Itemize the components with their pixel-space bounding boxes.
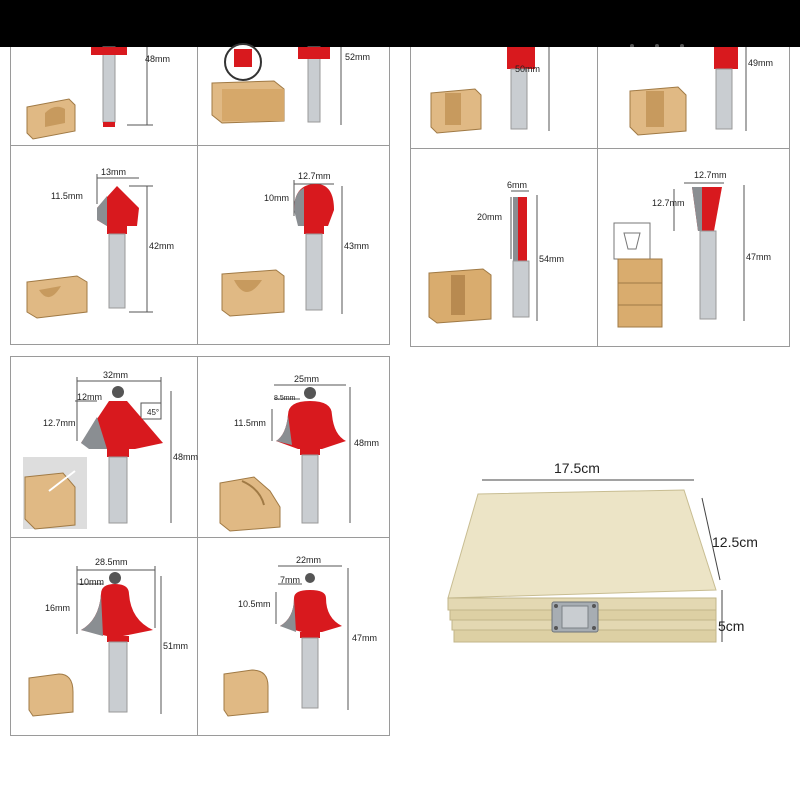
router-bit-illustration (96, 174, 153, 313)
wood-sample (26, 98, 76, 140)
dimension-label: 42mm (149, 241, 175, 251)
router-bit-illustration (714, 47, 747, 131)
wood-sample (223, 669, 269, 717)
indicator-dot (655, 44, 659, 48)
dimension-label: 51mm (163, 641, 189, 651)
wood-sample (613, 222, 663, 328)
router-bit-illustration (507, 47, 550, 131)
dimension-label: 43mm (344, 241, 370, 251)
wood-sample (26, 275, 88, 319)
dimension-label: 54mm (539, 254, 565, 264)
bit-cell: 28.5mm 10mm 16mm 51mm (11, 538, 197, 735)
dimension-label: 11.5mm (51, 191, 83, 201)
top-dark-strip (0, 0, 800, 48)
wooden-storage-box: 17.5cm 12.5cm 5cm (430, 450, 790, 670)
bit-cell: 32mm 12mm 12.7mm 45° 48mm (11, 357, 199, 537)
dimension-label: 25mm (294, 374, 320, 384)
router-bit-illustration (75, 377, 172, 524)
router-bit-panel-top-right: 50mm 49mm 6mm 20mm 54mm (410, 47, 790, 347)
dimension-label: 45° (147, 408, 160, 417)
dimension-label: 11.5mm (234, 418, 266, 428)
dimension-label: 48mm (145, 54, 171, 64)
router-bit-panel-bottom: 32mm 12mm 12.7mm 45° 48mm 25mm 8.5mm 11.… (10, 356, 390, 736)
dimension-label: 13mm (101, 167, 127, 177)
dimension-label: 22mm (296, 555, 322, 565)
dimension-label: 12.7mm (43, 418, 76, 428)
router-bit-illustration (224, 43, 342, 125)
dimension-label: 49mm (748, 58, 774, 68)
wood-sample (629, 86, 687, 136)
dimension-label: 8.5mm (274, 395, 296, 402)
router-bit-illustration (293, 180, 343, 314)
dimension-label: 12.7mm (652, 198, 685, 208)
wood-sample (428, 268, 492, 324)
dimension-label: 52mm (345, 52, 371, 62)
dimension-label: 20mm (477, 212, 503, 222)
wood-sample (211, 80, 285, 124)
dimension-label: 32mm (103, 370, 129, 380)
indicator-dot (680, 44, 684, 48)
wood-sample (221, 269, 285, 317)
router-bit-illustration (76, 566, 162, 714)
dimension-label: 10mm (79, 577, 105, 587)
dimension-label: 48mm (354, 438, 380, 448)
bit-cell: 49mm (598, 47, 789, 148)
dimension-label: 48mm (173, 452, 199, 462)
bit-cell: 22mm 7mm 10.5mm 47mm (198, 538, 389, 735)
dimension-label: 10.5mm (238, 599, 271, 609)
dimension-label: 28.5mm (95, 557, 128, 567)
bit-cell: 50mm (411, 47, 597, 148)
dimension-label: 47mm (352, 633, 378, 643)
indicator-dot (630, 44, 634, 48)
wood-sample (28, 673, 74, 717)
bit-cell: 52mm (198, 43, 389, 145)
router-bit-illustration (510, 190, 538, 321)
bit-cell: 12.7mm 10mm 43mm (198, 146, 389, 344)
box-length-label: 17.5cm (554, 460, 600, 476)
router-bit-illustration (275, 565, 349, 710)
wood-sample (219, 476, 281, 532)
bit-cell: 13mm 11.5mm 42mm (11, 146, 197, 344)
bit-cell: 6mm 20mm 54mm (411, 149, 597, 346)
dimension-label: 12.7mm (694, 170, 727, 180)
dimension-label: 6mm (507, 180, 527, 190)
wood-sample (430, 88, 482, 134)
router-bit-illustration (91, 46, 153, 127)
dimension-label: 16mm (45, 603, 71, 613)
dimension-label: 12.7mm (298, 171, 331, 181)
bit-cell: 12.7mm 12.7mm 47mm (598, 149, 789, 346)
bit-cell: 48mm (11, 46, 197, 145)
router-bit-illustration (271, 384, 351, 524)
router-bit-illustration (673, 182, 745, 321)
dimension-label: 47mm (746, 252, 772, 262)
wooden-box-illustration (447, 479, 723, 643)
box-height-label: 5cm (718, 618, 745, 634)
dimension-label: 12mm (77, 392, 103, 402)
dimension-label: 7mm (280, 575, 300, 585)
dimension-label: 50mm (515, 64, 541, 74)
wood-sample (23, 457, 87, 530)
dimension-label: 10mm (264, 193, 290, 203)
bit-cell: 25mm 8.5mm 11.5mm 48mm (198, 357, 389, 537)
box-width-label: 12.5cm (712, 534, 758, 550)
router-bit-panel-top-left: 48mm 52mm (10, 43, 390, 345)
